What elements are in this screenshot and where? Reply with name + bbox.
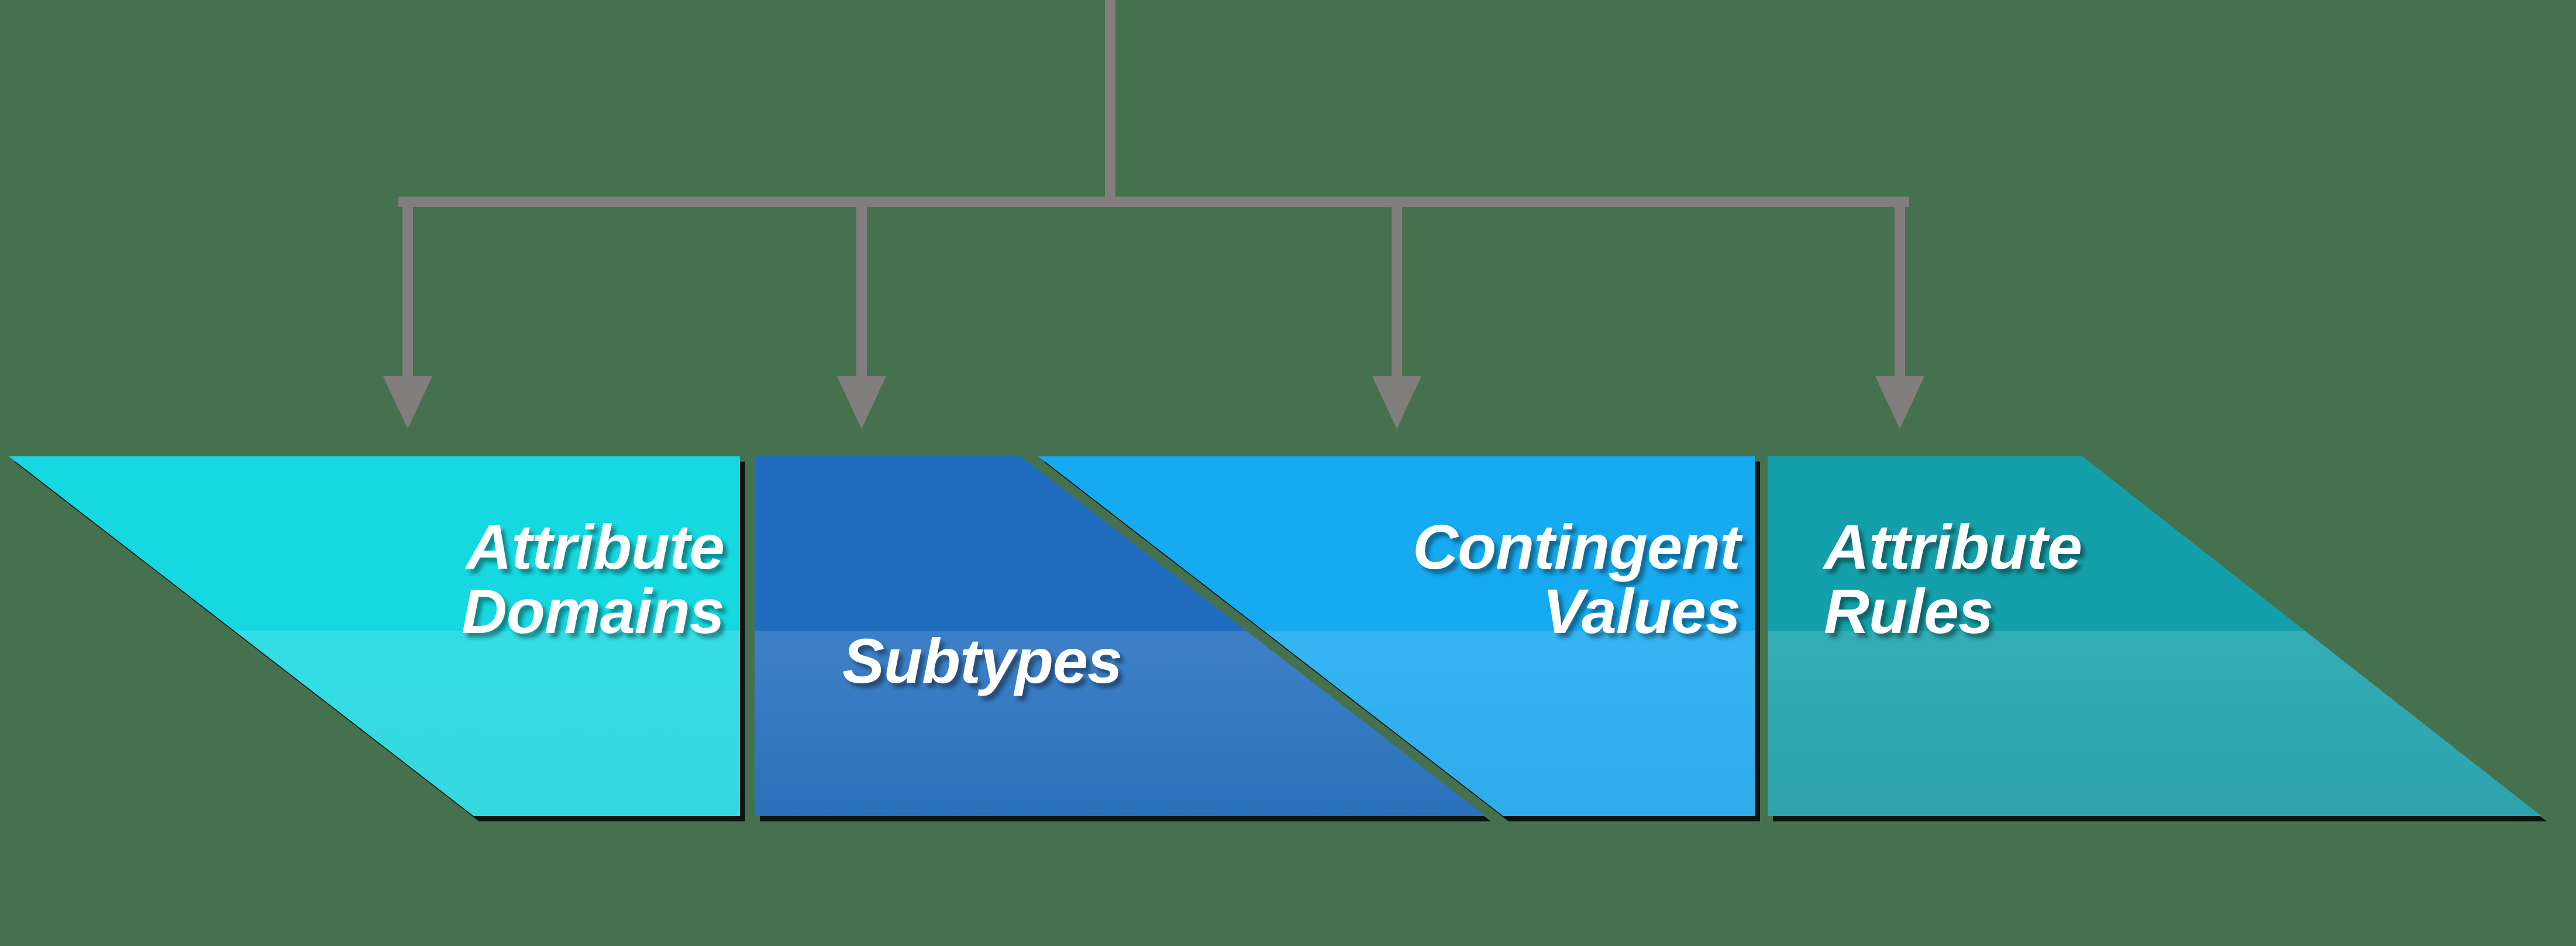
arrowhead-2-icon <box>837 376 886 429</box>
arrowhead-4-icon <box>1875 376 1924 429</box>
connector-drop-2 <box>856 197 867 376</box>
arrowhead-1-icon <box>383 376 432 429</box>
connector-stem <box>1105 0 1115 207</box>
shape-body-contingent-values[interactable] <box>1038 456 1755 816</box>
connector-drop-4 <box>1895 197 1905 376</box>
shape-attribute-rules[interactable] <box>0 456 2576 821</box>
connector-drop-3 <box>1392 197 1402 376</box>
shape-body-subtypes[interactable] <box>755 456 1486 816</box>
connector-drop-1 <box>402 197 413 376</box>
connector-bus <box>398 197 1909 207</box>
branching-connector <box>383 0 1924 429</box>
arrowhead-3-icon <box>1372 376 1421 429</box>
shape-body-attribute-domains[interactable] <box>9 456 740 816</box>
shape-body-attribute-rules[interactable] <box>1768 456 2541 816</box>
